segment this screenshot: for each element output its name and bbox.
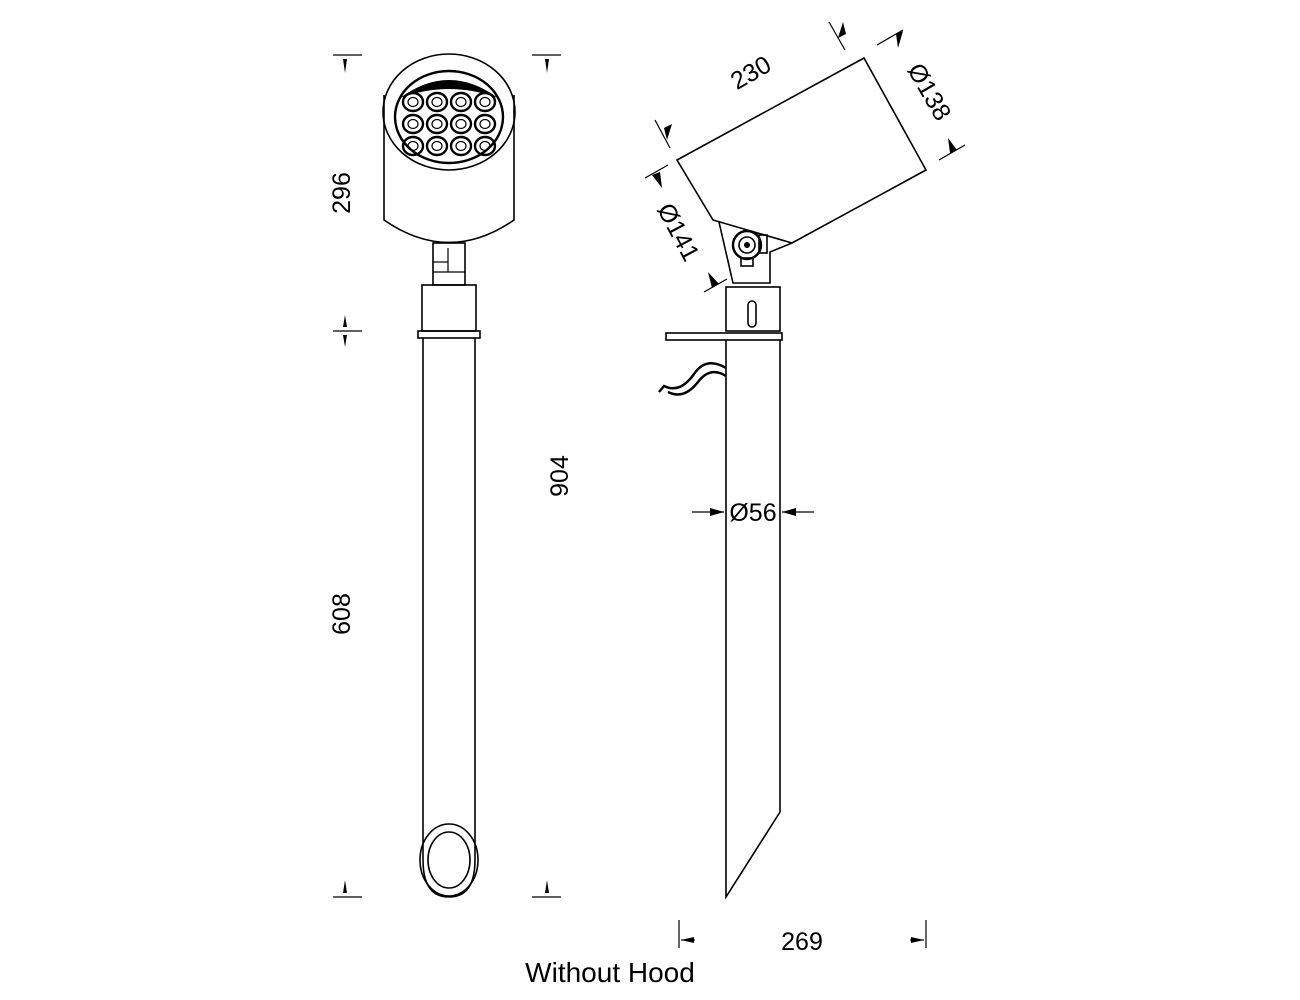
led-lens [425, 135, 449, 157]
side-collar [725, 286, 781, 332]
side-mounting-plate [665, 332, 783, 341]
led-lens [449, 135, 473, 157]
dimension-head-length-lines [654, 21, 846, 149]
front-yoke [432, 242, 466, 286]
dimension-overall-height: 904 [546, 455, 574, 497]
led-lens [449, 91, 473, 113]
led-emitter [455, 118, 467, 130]
front-view: 296 608 904 [328, 53, 574, 898]
led-lens [425, 91, 449, 113]
dimension-head-diameter-lines [876, 29, 966, 161]
side-hinge-outer [731, 229, 763, 261]
led-emitter [407, 118, 419, 130]
led-lens [401, 135, 425, 157]
side-spike [725, 340, 781, 900]
dimension-yoke-diameter-lines [644, 164, 728, 293]
side-cable [658, 362, 727, 393]
dimension-head-diameter: Ø138 [902, 59, 957, 126]
side-hinge-inner [738, 236, 756, 254]
front-spike-hole-outer [419, 823, 479, 897]
dimension-spike-diameter-lines [692, 508, 814, 516]
dimension-overall-depth: 269 [781, 928, 823, 956]
front-collar [421, 284, 477, 332]
side-collar-slot [747, 300, 757, 328]
front-head-body [383, 95, 515, 244]
led-emitter [479, 118, 491, 130]
led-emitter [455, 96, 467, 108]
front-dimension-ticks-left [333, 54, 362, 898]
dimension-spike-length: 608 [328, 593, 356, 635]
led-emitter [455, 140, 467, 152]
dimension-head-height: 296 [328, 172, 356, 214]
led-lens [425, 113, 449, 135]
led-emitter [431, 96, 443, 108]
dimension-yoke-diameter: Ø141 [651, 199, 704, 266]
front-head-bezel [393, 69, 505, 165]
led-array [401, 91, 497, 157]
front-head-bezel-shade [400, 80, 498, 98]
front-head-rim [382, 53, 516, 171]
led-emitter [407, 140, 419, 152]
led-emitter [431, 140, 443, 152]
led-lens [473, 135, 497, 157]
led-lens [401, 91, 425, 113]
led-lens [401, 113, 425, 135]
side-view: Ø56 269 230 Ø138 [644, 21, 966, 956]
drawing-caption: Without Hood [525, 957, 695, 988]
led-emitter [431, 118, 443, 130]
led-emitter [479, 96, 491, 108]
led-emitter [407, 96, 419, 108]
dimension-head-length: 230 [726, 51, 776, 96]
led-lens [449, 113, 473, 135]
side-hinge-knob [758, 234, 768, 254]
front-dimension-ticks-right [532, 54, 561, 898]
front-spike-hole-inner [427, 831, 471, 889]
dimension-spike-diameter: Ø56 [729, 499, 776, 527]
front-base-plate [417, 330, 481, 339]
side-hinge-nut [740, 257, 754, 267]
side-yoke [718, 221, 793, 284]
led-lens [473, 113, 497, 135]
dimension-depth-lines [678, 920, 927, 948]
led-lens [473, 91, 497, 113]
side-head-body [675, 56, 928, 244]
led-emitter [479, 140, 491, 152]
front-spike [422, 338, 476, 898]
